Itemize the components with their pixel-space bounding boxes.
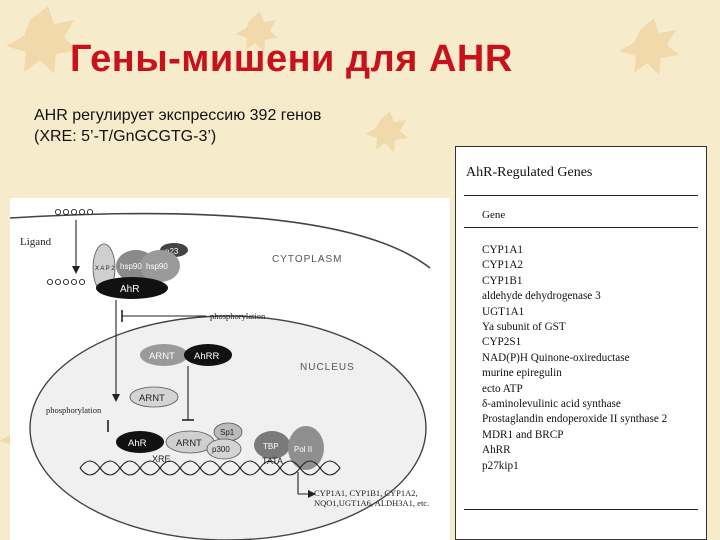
list-item: aldehyde dehydrogenase 3 [482,289,667,304]
phosphorylation-top-label: phosphorylation [210,311,266,321]
list-item: δ-aminolevulinic acid synthase [482,397,667,412]
list-item: CYP1A2 [482,258,667,273]
list-item: AhRR [482,443,667,458]
hsp90-left-label: hsp90 [120,262,142,271]
table-top-rule [464,195,698,196]
list-item: p27kip1 [482,459,667,474]
ligand-label: Ligand [20,236,52,248]
nucleus-label: NUCLEUS [300,362,355,373]
hsp90-right-label: hsp90 [146,262,168,271]
target-genes-label: CYP1A1, CYP1B1, CYP1A2, NQO1,UGT1A6, ALD… [314,488,448,508]
list-item: CYP1B1 [482,274,667,289]
slide-subtitle-line2: (XRE: 5’-T/GnGCGTG-3’) [34,128,216,146]
tata-label: TATA [262,456,283,466]
table-title: AhR-Regulated Genes [466,165,592,181]
pol2-label: Pol II [294,445,312,454]
list-item: Prostaglandin endoperoxide II synthase 2 [482,412,667,427]
ahr-genes-table: AhR-Regulated Genes Gene CYP1A1 CYP1A2 C… [455,146,707,540]
list-item: ecto ATP [482,382,667,397]
list-item: CYP2S1 [482,335,667,350]
ahr-dna-label: AhR [128,438,147,449]
gene-list: CYP1A1 CYP1A2 CYP1B1 aldehyde dehydrogen… [482,243,667,474]
list-item: CYP1A1 [482,243,667,258]
arnt-dna-label: ARNT [176,438,202,449]
ahrr-label: AhRR [194,351,219,362]
table-column-header: Gene [482,209,505,221]
slide-subtitle-line1: AHR регулирует экспрессию 392 генов [34,107,321,125]
list-item: NAD(P)H Quinone-oxireductase [482,351,667,366]
list-item: UGT1A1 [482,305,667,320]
xre-label: XRE [152,454,171,464]
list-item: MDR1 and BRCP [482,428,667,443]
tbp-label: TBP [263,442,279,451]
list-item: Ya subunit of GST [482,320,667,335]
phosphorylation-left-label: phosphorylation [46,405,102,415]
list-item: murine epiregulin [482,366,667,381]
arnt-ahrr-partner-label: ARNT [149,351,175,362]
slide-title: Гены-мишени для AHR [70,38,670,81]
table-bottom-rule [464,509,698,510]
table-header-rule [464,227,698,228]
arnt-free-label: ARNT [139,393,165,404]
xap2-label: X A P 2 [95,266,115,272]
sp1-label: Sp1 [220,428,235,437]
cytoplasm-label: CYTOPLASM [272,254,343,265]
p300-label: p300 [212,445,230,454]
ahr-cytoplasmic-label: AhR [120,284,139,295]
ahr-pathway-diagram: Ligand p23 X A P 2 hsp90 hsp90 AhR CYTOP… [10,198,450,540]
